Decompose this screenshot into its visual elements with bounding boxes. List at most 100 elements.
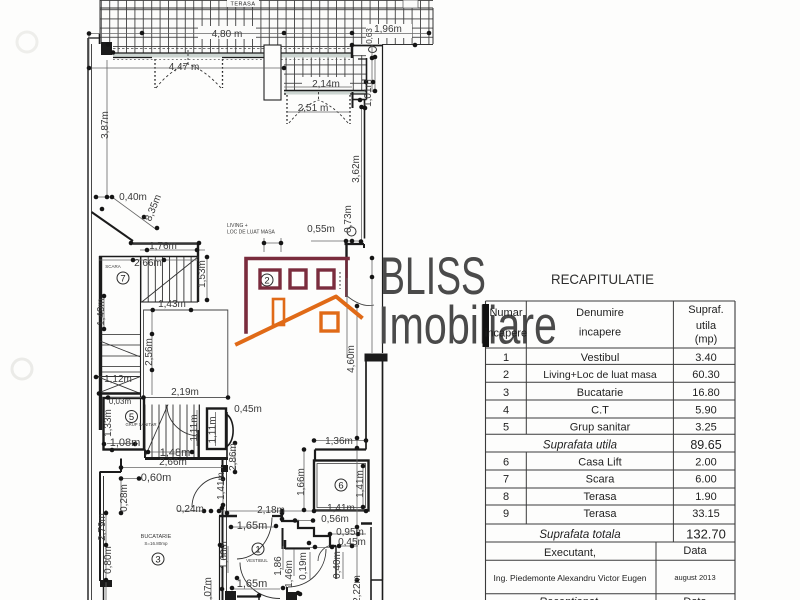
svg-text:Living+Loc de luat masa: Living+Loc de luat masa (543, 369, 657, 381)
svg-text:2: 2 (264, 275, 269, 286)
svg-text:Bucatarie: Bucatarie (577, 387, 623, 399)
svg-text:Terasa: Terasa (583, 491, 617, 503)
svg-text:2,14m: 2,14m (312, 79, 340, 90)
svg-text:0,19m: 0,19m (298, 552, 309, 580)
svg-text:1,65m: 1,65m (237, 520, 268, 532)
svg-text:33.15: 33.15 (692, 508, 720, 520)
svg-text:utila: utila (696, 320, 717, 332)
svg-text:2,19m: 2,19m (171, 387, 199, 398)
svg-text:0,56m: 0,56m (321, 514, 349, 525)
svg-text:GRUP SANITAR: GRUP SANITAR (125, 422, 156, 427)
svg-text:4: 4 (503, 405, 509, 417)
svg-text:6.00: 6.00 (695, 474, 716, 486)
svg-text:3.25: 3.25 (695, 422, 716, 434)
svg-text:5.90: 5.90 (695, 405, 716, 417)
svg-text:6: 6 (503, 457, 509, 469)
svg-text:Grup sanitar: Grup sanitar (570, 422, 631, 434)
svg-text:Vestibul: Vestibul (581, 352, 620, 364)
svg-text:0,40m: 0,40m (332, 551, 343, 579)
svg-text:1,66m: 1,66m (219, 541, 230, 569)
svg-text:0,80m: 0,80m (103, 546, 114, 574)
svg-text:2,56m: 2,56m (144, 338, 155, 366)
svg-text:0,63: 0,63 (365, 28, 374, 44)
svg-text:1,66m: 1,66m (296, 468, 307, 496)
svg-text:Supraf.: Supraf. (688, 304, 723, 316)
svg-text:1,48m: 1,48m (160, 447, 191, 459)
svg-text:2,79m: 2,79m (97, 513, 108, 541)
svg-text:8: 8 (503, 491, 509, 503)
svg-text:0,55m: 0,55m (307, 224, 335, 235)
svg-text:C.T: C.T (591, 405, 609, 417)
svg-text:89.65: 89.65 (690, 438, 721, 452)
svg-text:1,41m: 1,41m (327, 503, 355, 514)
svg-text:0,95m: 0,95m (336, 527, 364, 538)
svg-text:2,18m: 2,18m (257, 505, 285, 516)
svg-text:1,41m: 1,41m (216, 472, 227, 500)
svg-text:1,08m: 1,08m (110, 437, 141, 449)
svg-text:1,33m: 1,33m (103, 409, 114, 437)
svg-text:1,11m: 1,11m (208, 416, 219, 443)
svg-text:2,66m: 2,66m (134, 258, 162, 269)
svg-text:incapere: incapere (485, 328, 527, 340)
svg-text:1,53m: 1,53m (197, 260, 208, 288)
svg-text:(mp): (mp) (695, 334, 718, 346)
svg-text:0,28m: 0,28m (119, 484, 130, 512)
svg-text:1,49m: 1,49m (96, 298, 107, 326)
svg-text:1,36m: 1,36m (325, 436, 353, 447)
svg-text:2,66m: 2,66m (159, 457, 187, 468)
svg-text:3: 3 (155, 554, 160, 565)
svg-text:TERASA: TERASA (230, 2, 255, 8)
svg-text:1,76m: 1,76m (149, 241, 177, 252)
svg-text:2,86m: 2,86m (228, 443, 239, 471)
svg-text:16.80: 16.80 (692, 387, 720, 399)
svg-text:6: 6 (338, 480, 343, 491)
svg-text:1.90: 1.90 (695, 491, 716, 503)
svg-text:Suprafata utila: Suprafata utila (543, 440, 617, 452)
svg-text:132.70: 132.70 (686, 527, 726, 542)
svg-text:2,22m: 2,22m (352, 575, 363, 600)
svg-text:4,80 m: 4,80 m (212, 29, 243, 40)
svg-text:3,87m: 3,87m (100, 111, 111, 139)
svg-text:1,11m: 1,11m (189, 414, 200, 441)
svg-text:1,01m: 1,01m (363, 79, 374, 107)
svg-text:LIVING +: LIVING + (227, 223, 248, 229)
svg-text:0,73m: 0,73m (343, 205, 354, 233)
svg-text:Suprafata totala: Suprafata totala (539, 529, 620, 541)
svg-text:9: 9 (503, 508, 509, 520)
svg-text:Data: Data (683, 596, 707, 600)
svg-text:1,43m: 1,43m (158, 299, 186, 310)
svg-text:1,46m: 1,46m (284, 560, 295, 588)
svg-text:4,47 m: 4,47 m (169, 62, 200, 73)
svg-text:1: 1 (255, 544, 260, 555)
svg-text:1,12m: 1,12m (104, 374, 132, 385)
svg-text:4,60m: 4,60m (346, 345, 357, 373)
svg-text:3: 3 (503, 387, 509, 399)
svg-text:VESTIBUL: VESTIBUL (246, 558, 268, 563)
svg-text:2,51 m: 2,51 m (298, 103, 329, 114)
svg-text:incapere: incapere (579, 327, 621, 339)
svg-text:0,40m: 0,40m (119, 192, 147, 203)
svg-text:BLISS: BLISS (380, 247, 486, 306)
svg-text:3.40: 3.40 (695, 352, 716, 364)
svg-text:0,03m: 0,03m (109, 397, 132, 406)
svg-text:S=16.80mp: S=16.80mp (144, 541, 168, 546)
svg-text:2: 2 (503, 369, 509, 381)
svg-text:0,45m: 0,45m (338, 537, 366, 548)
svg-text:1: 1 (503, 352, 509, 364)
svg-text:3,62m: 3,62m (351, 155, 362, 183)
svg-text:Numar: Numar (489, 307, 522, 319)
svg-text:1,86: 1,86 (273, 556, 284, 576)
svg-text:5: 5 (503, 422, 509, 434)
svg-text:SCARA: SCARA (105, 264, 121, 269)
svg-text:60.30: 60.30 (692, 369, 720, 381)
svg-text:Terasa: Terasa (583, 508, 617, 520)
svg-text:0,24m: 0,24m (176, 504, 204, 515)
svg-text:Executant,: Executant, (544, 547, 596, 559)
svg-text:0,60m: 0,60m (141, 472, 172, 484)
svg-text:5: 5 (129, 412, 134, 423)
svg-text:Ing. Piedemonte Alexandru Vict: Ing. Piedemonte Alexandru Victor Eugen (494, 573, 647, 583)
svg-text:RECAPITULATIE: RECAPITULATIE (551, 271, 654, 287)
svg-text:Scara: Scara (586, 474, 616, 486)
svg-text:LOC DE LUAT MASA: LOC DE LUAT MASA (227, 230, 276, 236)
svg-text:Data: Data (683, 545, 707, 557)
